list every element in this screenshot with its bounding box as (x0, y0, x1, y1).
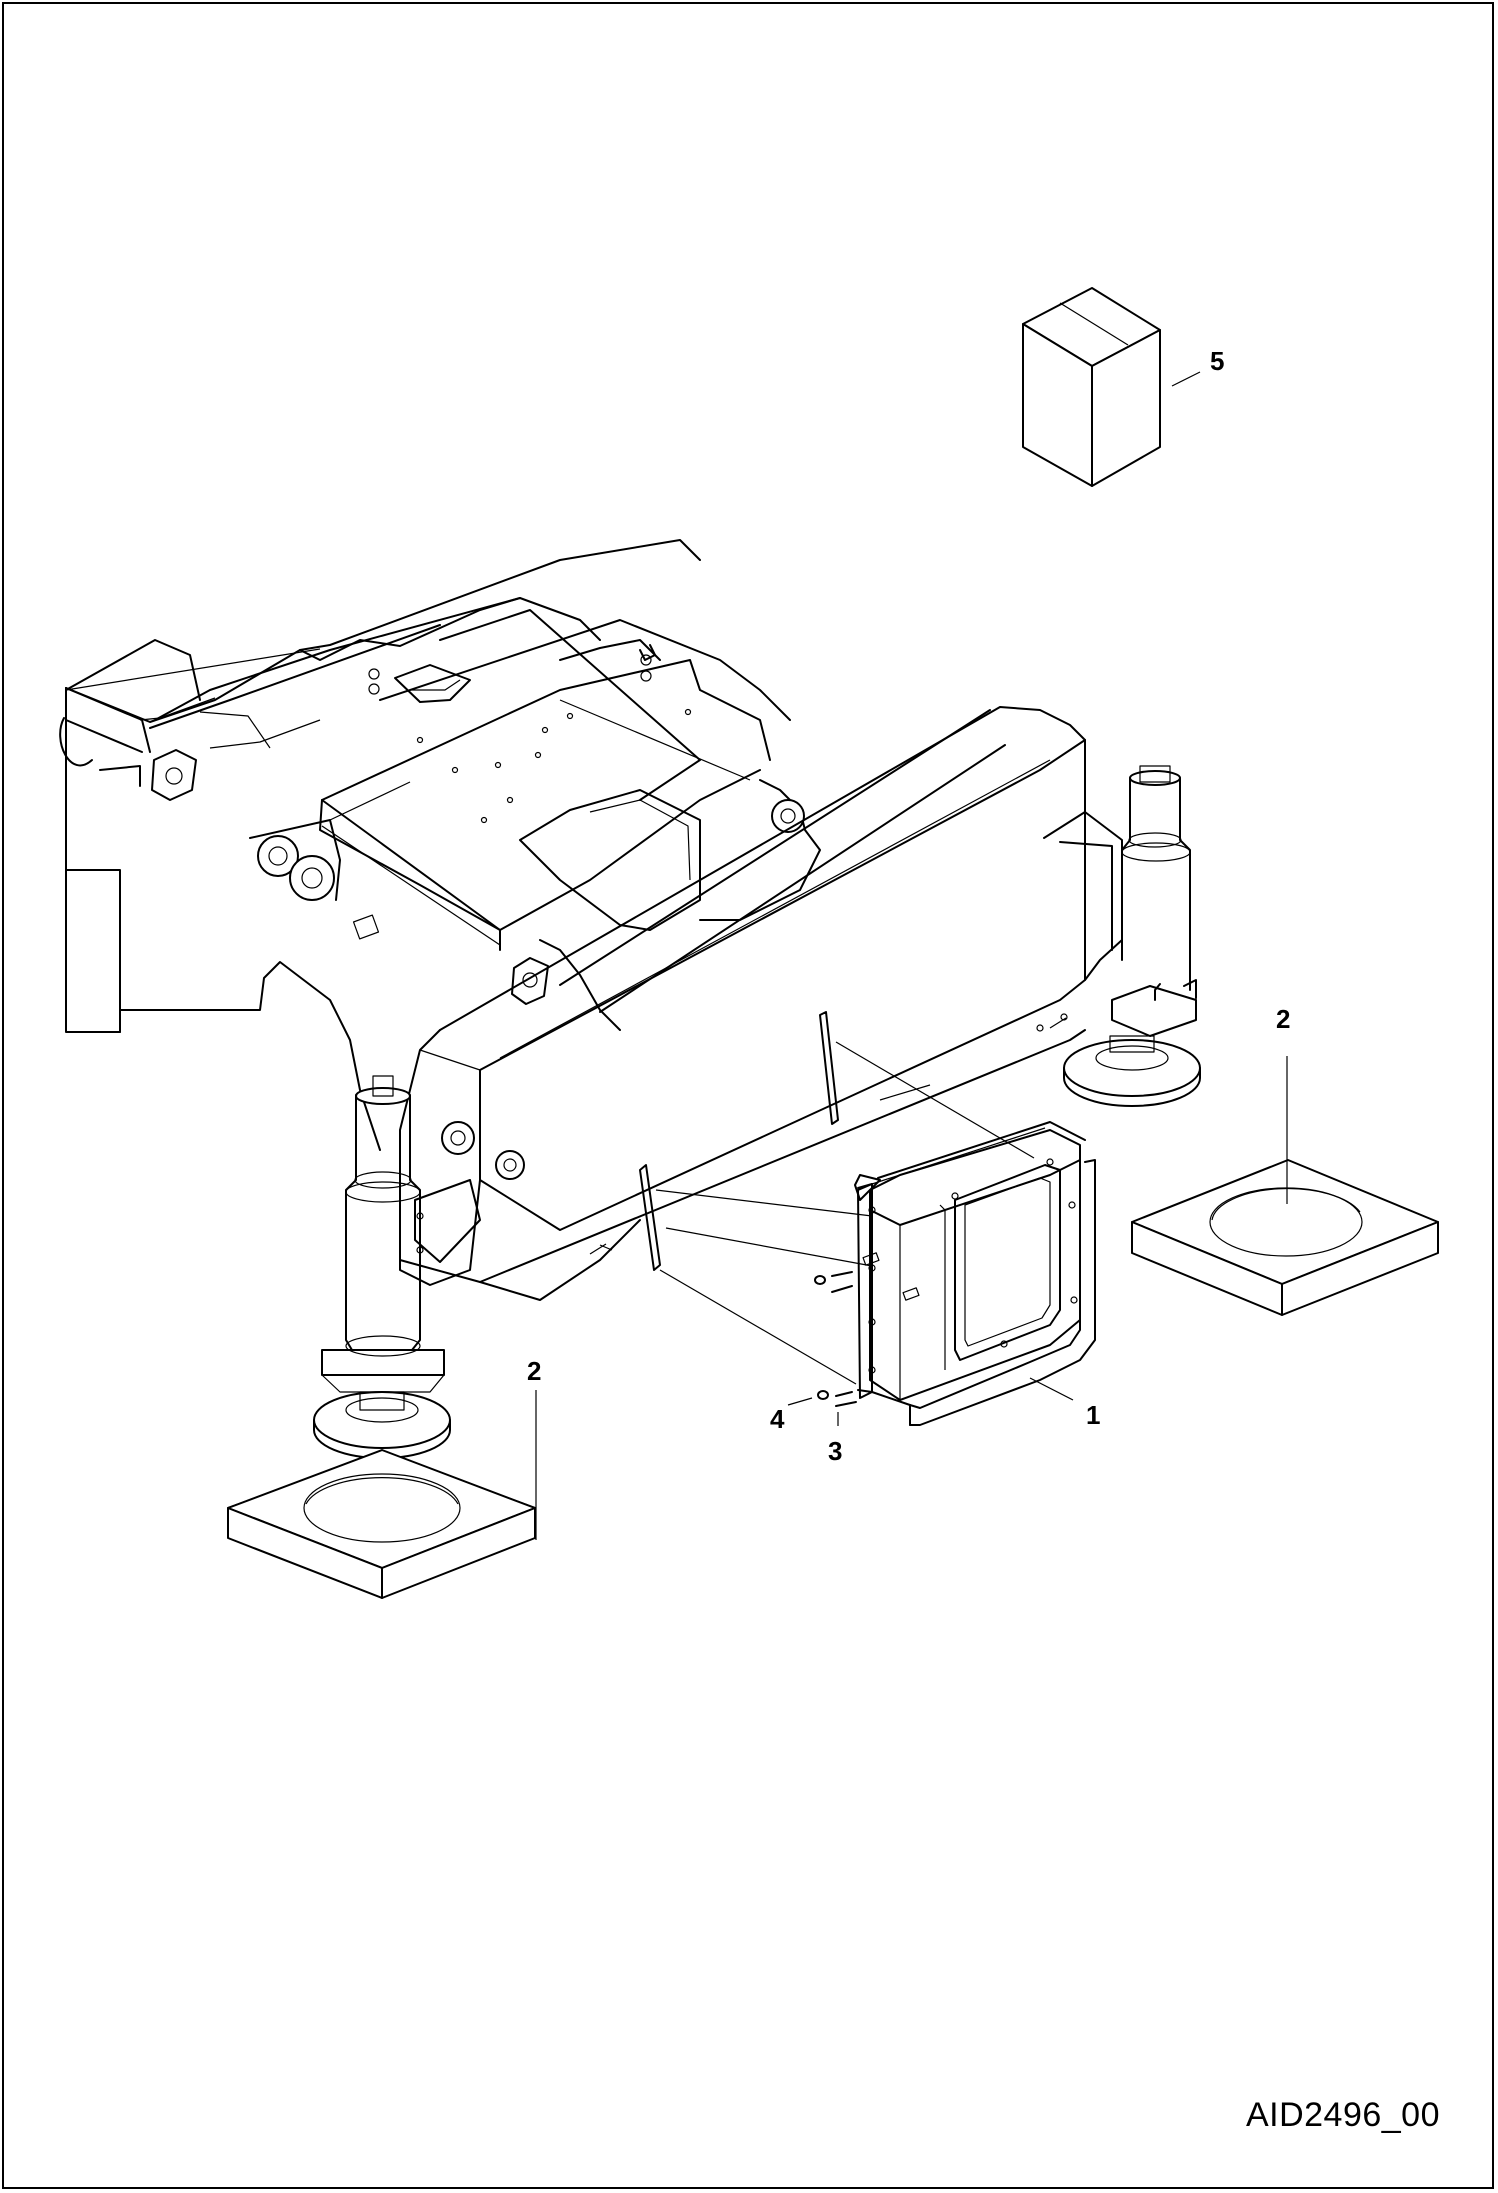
figure-id-label: AID2496_00 (1245, 2096, 1440, 2134)
item-5-box (1022, 287, 1201, 487)
item-1-guard (655, 1041, 1096, 1426)
item-2-pad-left (227, 1390, 537, 1599)
right-outrigger-cylinder (1063, 765, 1201, 1107)
item-2-pad-right (1131, 1056, 1439, 1316)
callout-4: 4 (770, 1404, 785, 1434)
callout-3: 3 (828, 1436, 842, 1466)
callout-2-right: 2 (1276, 1004, 1290, 1034)
items-3-4-bolt-washer (787, 1271, 857, 1426)
left-outrigger-cylinder (313, 1075, 451, 1459)
callout-5: 5 (1210, 346, 1224, 376)
callout-2-left: 2 (527, 1356, 541, 1386)
machine-frame (59, 539, 821, 1151)
outrigger-beam (399, 706, 1123, 1301)
callout-1: 1 (1086, 1400, 1100, 1430)
